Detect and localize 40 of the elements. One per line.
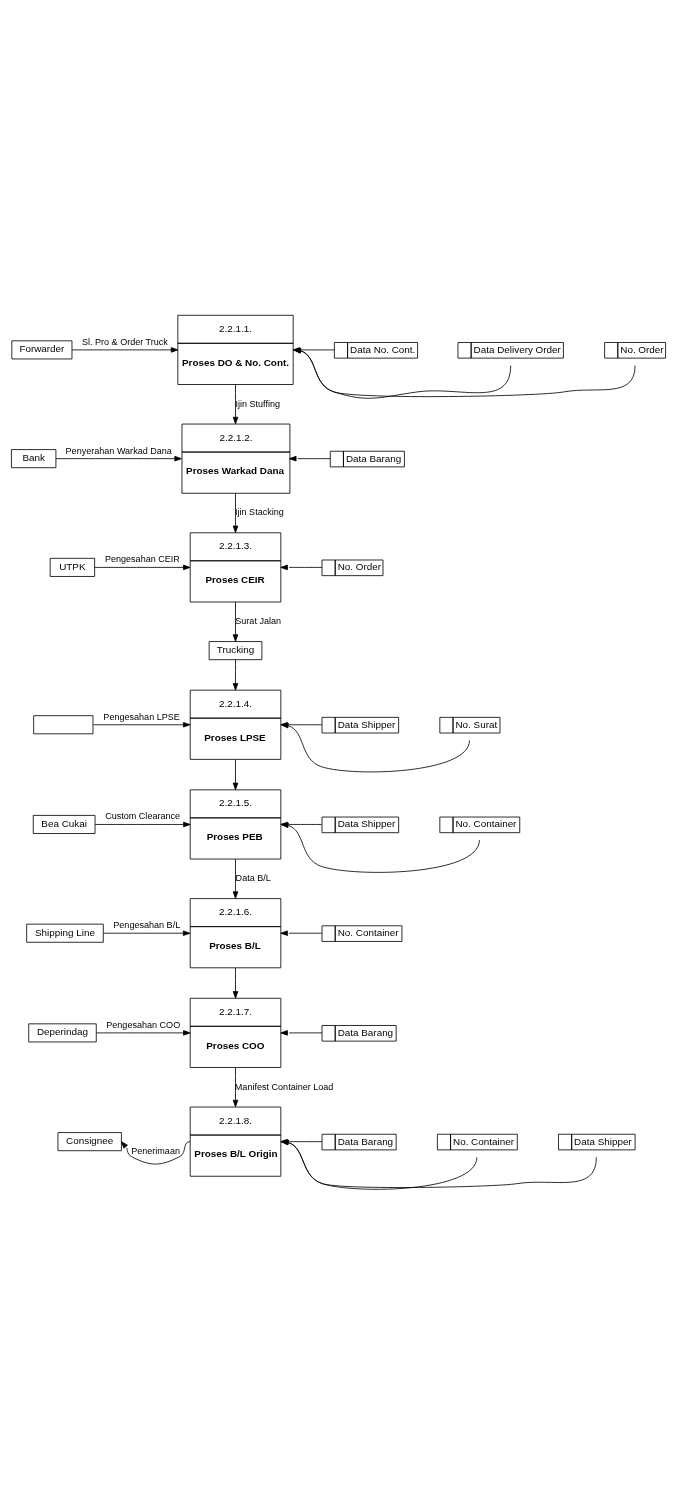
edge-label: Penerimaan xyxy=(131,1145,180,1156)
arrow xyxy=(103,930,191,936)
arrow xyxy=(232,1066,239,1107)
edge-label: Pengesahan LPSE xyxy=(103,711,180,722)
node-box: Bea Cukai xyxy=(32,814,96,834)
edge-label: Ijin Stuffing xyxy=(235,398,281,409)
arrow xyxy=(55,455,182,461)
edge-label: Surat Jalan xyxy=(235,615,282,626)
arrow xyxy=(232,658,239,690)
arrow xyxy=(232,967,239,999)
node-box: UTPK xyxy=(49,557,96,577)
node-box: Trucking xyxy=(208,640,263,660)
arrow xyxy=(232,601,239,642)
arrow xyxy=(92,721,191,727)
arrow xyxy=(121,1140,191,1164)
node-box: Shipping Line xyxy=(26,923,104,943)
node-box: Bank xyxy=(11,448,57,468)
arrow xyxy=(94,821,191,827)
arrow xyxy=(71,346,179,353)
arrow xyxy=(96,1029,191,1036)
arrow xyxy=(289,455,331,461)
arrow xyxy=(94,564,191,570)
arrow xyxy=(280,930,323,936)
edge-label: Custom Clearance xyxy=(105,810,181,821)
arrow xyxy=(232,383,239,424)
arrow xyxy=(232,758,239,790)
node-box xyxy=(33,714,94,734)
arrow xyxy=(232,492,239,533)
arrow xyxy=(232,858,239,899)
node-box: Forwarder xyxy=(11,339,73,359)
edge-label: Pengesahan CEIR xyxy=(104,553,180,564)
arrow xyxy=(280,1029,323,1036)
arrow xyxy=(280,564,323,570)
edge-label: Sl. Pro & Order Truck xyxy=(81,336,168,347)
edge-label: Pengesahan COO xyxy=(106,1019,181,1030)
edge-label: Penyerahan Warkad Dana xyxy=(65,445,172,456)
node-box: Deperindag xyxy=(28,1022,97,1042)
edge-label: Data B/L xyxy=(235,872,271,883)
node-box: Consignee xyxy=(57,1131,122,1151)
edge-label: Pengesahan B/L xyxy=(113,919,181,930)
